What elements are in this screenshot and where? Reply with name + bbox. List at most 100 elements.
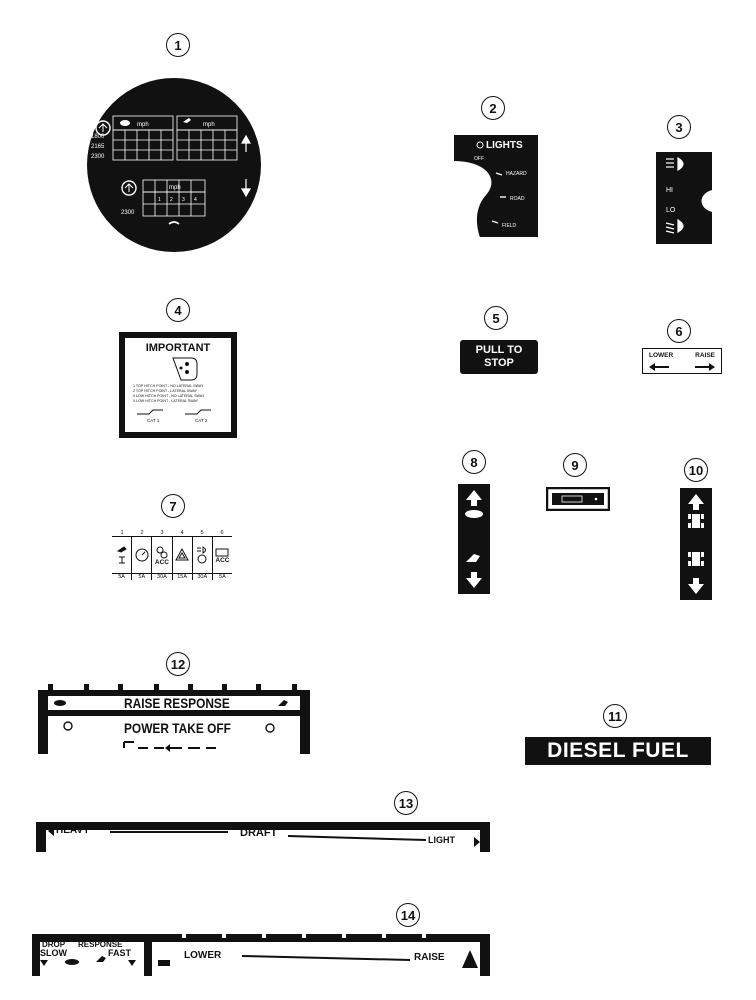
low-beam-icon: [665, 218, 684, 234]
battery-icon: [215, 548, 229, 556]
decal-1-rpm-lower: 2300: [121, 210, 135, 216]
turtle-icon: [120, 120, 130, 126]
decal-1-rpm-2: 2165: [91, 144, 105, 150]
left-arrow-icon: [48, 826, 54, 836]
hazard-icon: [175, 548, 189, 561]
decal-3-hi: HI: [666, 187, 673, 194]
right-arrow-icon: [474, 837, 480, 847]
decal-5-line-2: STOP: [484, 357, 514, 369]
decal-10-tractor-strip: [680, 488, 712, 600]
up-arrow-icon: [688, 494, 704, 510]
turtle-icon: [465, 510, 483, 518]
decal-2-title: LIGHTS: [486, 140, 523, 151]
decal-4-important-hitch-decal: IMPORTANT 1 TOP HITCH POINT - NO LATERAL…: [119, 332, 237, 438]
pto-icon: [63, 721, 73, 731]
hare-icon: [96, 956, 106, 962]
decal-1-rpm-3: 2300: [91, 154, 105, 160]
callout-12: 12: [166, 652, 190, 676]
decal-13-light: LIGHT: [428, 835, 455, 845]
callout-2: 2: [481, 96, 505, 120]
decal-1-grid-num-3: 3: [182, 197, 185, 203]
decal-13-heavy: HEAVY: [56, 825, 90, 836]
decal-4-cat-2: CAT 2: [195, 418, 208, 423]
engine-icon: [95, 120, 137, 196]
fuse-amp-6: 5A: [219, 574, 226, 580]
turtle-icon: [65, 959, 79, 965]
pto-icon: [265, 723, 275, 733]
decal-2-off: OFF: [474, 156, 484, 162]
headlight-icon: [197, 546, 207, 564]
decal-6-lower: LOWER: [649, 352, 674, 359]
callout-5: 5: [484, 306, 508, 330]
decal-2-field: FIELD: [502, 223, 517, 229]
hitch-diagram-icon: [172, 357, 198, 381]
fuse-amp-2: 5A: [132, 574, 153, 580]
decal-9-switch-plate: [546, 487, 610, 511]
decal-4-title: IMPORTANT: [145, 342, 211, 354]
decal-12-line-1: RAISE RESPONSE: [124, 695, 230, 711]
decal-1-mph-label-3: mph: [169, 185, 181, 191]
fuse-number-3: 3: [160, 530, 164, 536]
decal-3-headlight-switch-decal: HI LO: [656, 152, 712, 244]
implement-lower-icon: [158, 960, 170, 966]
decal-4-line-1: 1 TOP HITCH POINT - NO LATERAL SWAY: [133, 384, 204, 388]
callout-4: 4: [166, 298, 190, 322]
decal-14-drop-lower-strip: DROP SLOW RESPONSE FAST LOWER RAISE: [32, 932, 490, 976]
decal-13-draft-strip: HEAVY DRAFT LIGHT: [36, 822, 490, 852]
callout-1: 1: [166, 33, 190, 57]
decal-2-lights-switch-decal: LIGHTS OFF HAZARD ROAD FIELD: [454, 135, 538, 237]
decal-14-fast: FAST: [108, 948, 132, 958]
decal-1-mph-label-1: mph: [137, 122, 149, 128]
hare-icon: [278, 700, 288, 706]
gauge-icon: [135, 548, 149, 562]
fuse-acc-2: ACC: [215, 556, 230, 564]
decal-4-cat-1: CAT 1: [147, 418, 160, 423]
right-arrow-icon: [695, 363, 715, 371]
down-arrow-icon: [128, 960, 136, 966]
left-arrow-icon: [649, 363, 669, 371]
decal-5-pull-to-stop: PULL TO STOP: [460, 340, 538, 374]
fuse-amp-5: 30A: [193, 574, 213, 580]
callout-11: 11: [603, 704, 627, 728]
decal-12-response-pto-strip: RAISE RESPONSE POWER TAKE OFF: [38, 684, 310, 754]
decal-5-line-1: PULL TO: [475, 344, 523, 356]
fuse-amp-3: 30A: [152, 574, 173, 580]
hare-icon: [116, 546, 127, 564]
implement-raise-icon: [462, 950, 478, 968]
decal-1-grid-num-4: 4: [194, 197, 197, 203]
decal-14-lower: LOWER: [184, 950, 222, 961]
decal-14-slow: SLOW: [40, 948, 67, 958]
tractor-icon: [688, 514, 704, 528]
callout-14: 14: [396, 903, 420, 927]
hare-icon: [466, 554, 480, 562]
decal-4-line-3: 3 LOW HITCH POINT - NO LATERAL SWAY: [133, 394, 205, 398]
turtle-icon: [54, 700, 66, 706]
up-arrow-icon: [466, 490, 482, 506]
decal-14-drop: DROP: [42, 940, 66, 949]
decal-6-lower-raise: LOWER RAISE: [642, 348, 722, 374]
fuse-amp-1: 5A: [112, 574, 133, 580]
callout-7: 7: [161, 494, 185, 518]
decal-2-road: ROAD: [510, 196, 525, 202]
left-arrow-icon: [165, 744, 170, 752]
fuse-number-5: 5: [200, 530, 204, 536]
callout-8: 8: [462, 450, 486, 474]
decal-1-grid-num-1: 1: [158, 197, 161, 203]
fuse-amp-4: 15A: [173, 574, 193, 580]
hitch-pin-icon: [137, 409, 211, 415]
callout-3: 3: [667, 115, 691, 139]
lights-indicator-icon: [476, 141, 484, 149]
fuse-number-2: 2: [140, 530, 144, 536]
callout-13: 13: [394, 791, 418, 815]
decal-1-rpm-1: 1800: [91, 134, 105, 140]
logo-mark-icon: [168, 221, 180, 225]
hare-icon: [183, 118, 191, 123]
high-beam-icon: [666, 156, 684, 172]
callout-6: 6: [667, 319, 691, 343]
lamp-icon: [156, 546, 168, 558]
up-arrow-icon: [240, 134, 252, 152]
tractor-icon: [688, 552, 704, 566]
decal-11-diesel-fuel: DIESEL FUEL: [525, 737, 711, 765]
down-arrow-icon: [466, 572, 482, 588]
decal-8-speed-strip: [458, 484, 490, 594]
